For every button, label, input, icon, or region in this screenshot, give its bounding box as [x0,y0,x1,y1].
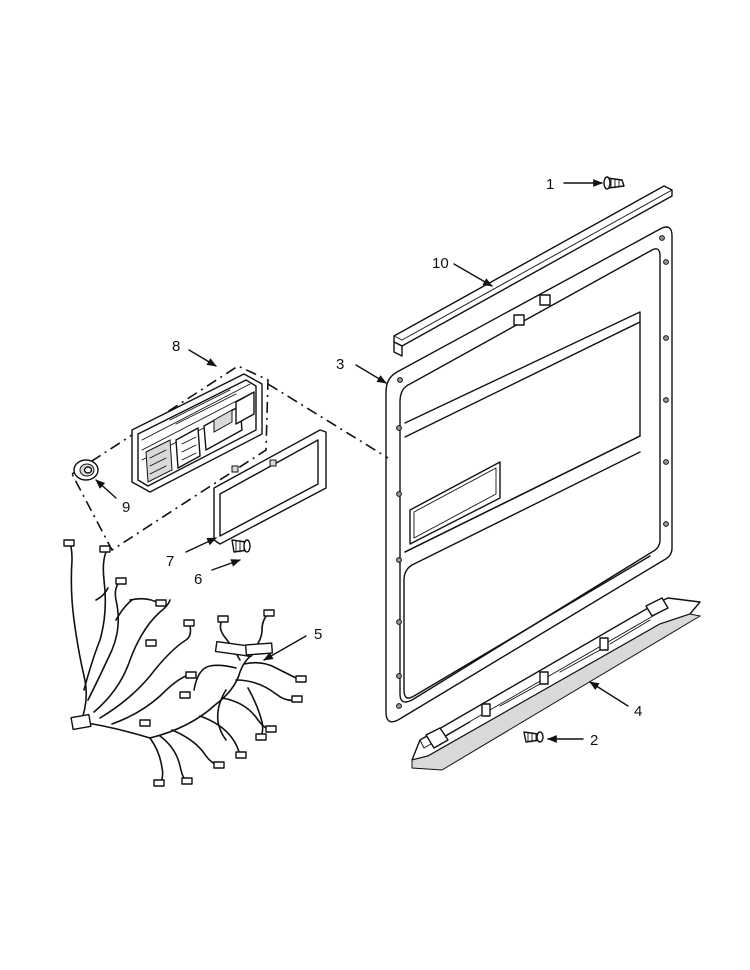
callout-10: 10 [432,255,449,272]
wiring-harness [63,539,307,787]
callout-leaders [95,179,629,743]
screw-6 [231,539,251,553]
screw-1 [603,176,625,190]
callout-9: 9 [122,499,130,516]
callout-1: 1 [546,176,554,193]
callout-2: 2 [590,732,598,749]
callout-4: 4 [634,703,642,720]
callout-labels: 1 2 3 4 5 6 7 8 9 10 [122,176,642,749]
callout-8: 8 [172,338,180,355]
callout-7: 7 [166,553,174,570]
screw-2 [523,731,544,743]
control-assembly-boundary [70,365,389,552]
top-door-trim [393,185,673,357]
callout-5: 5 [314,626,322,643]
callout-6: 6 [194,571,202,588]
knob-part-9 [73,459,99,481]
inner-door-panel [385,226,673,723]
callout-3: 3 [336,356,344,373]
bottom-door-trim [411,597,702,771]
control-board [131,373,263,493]
